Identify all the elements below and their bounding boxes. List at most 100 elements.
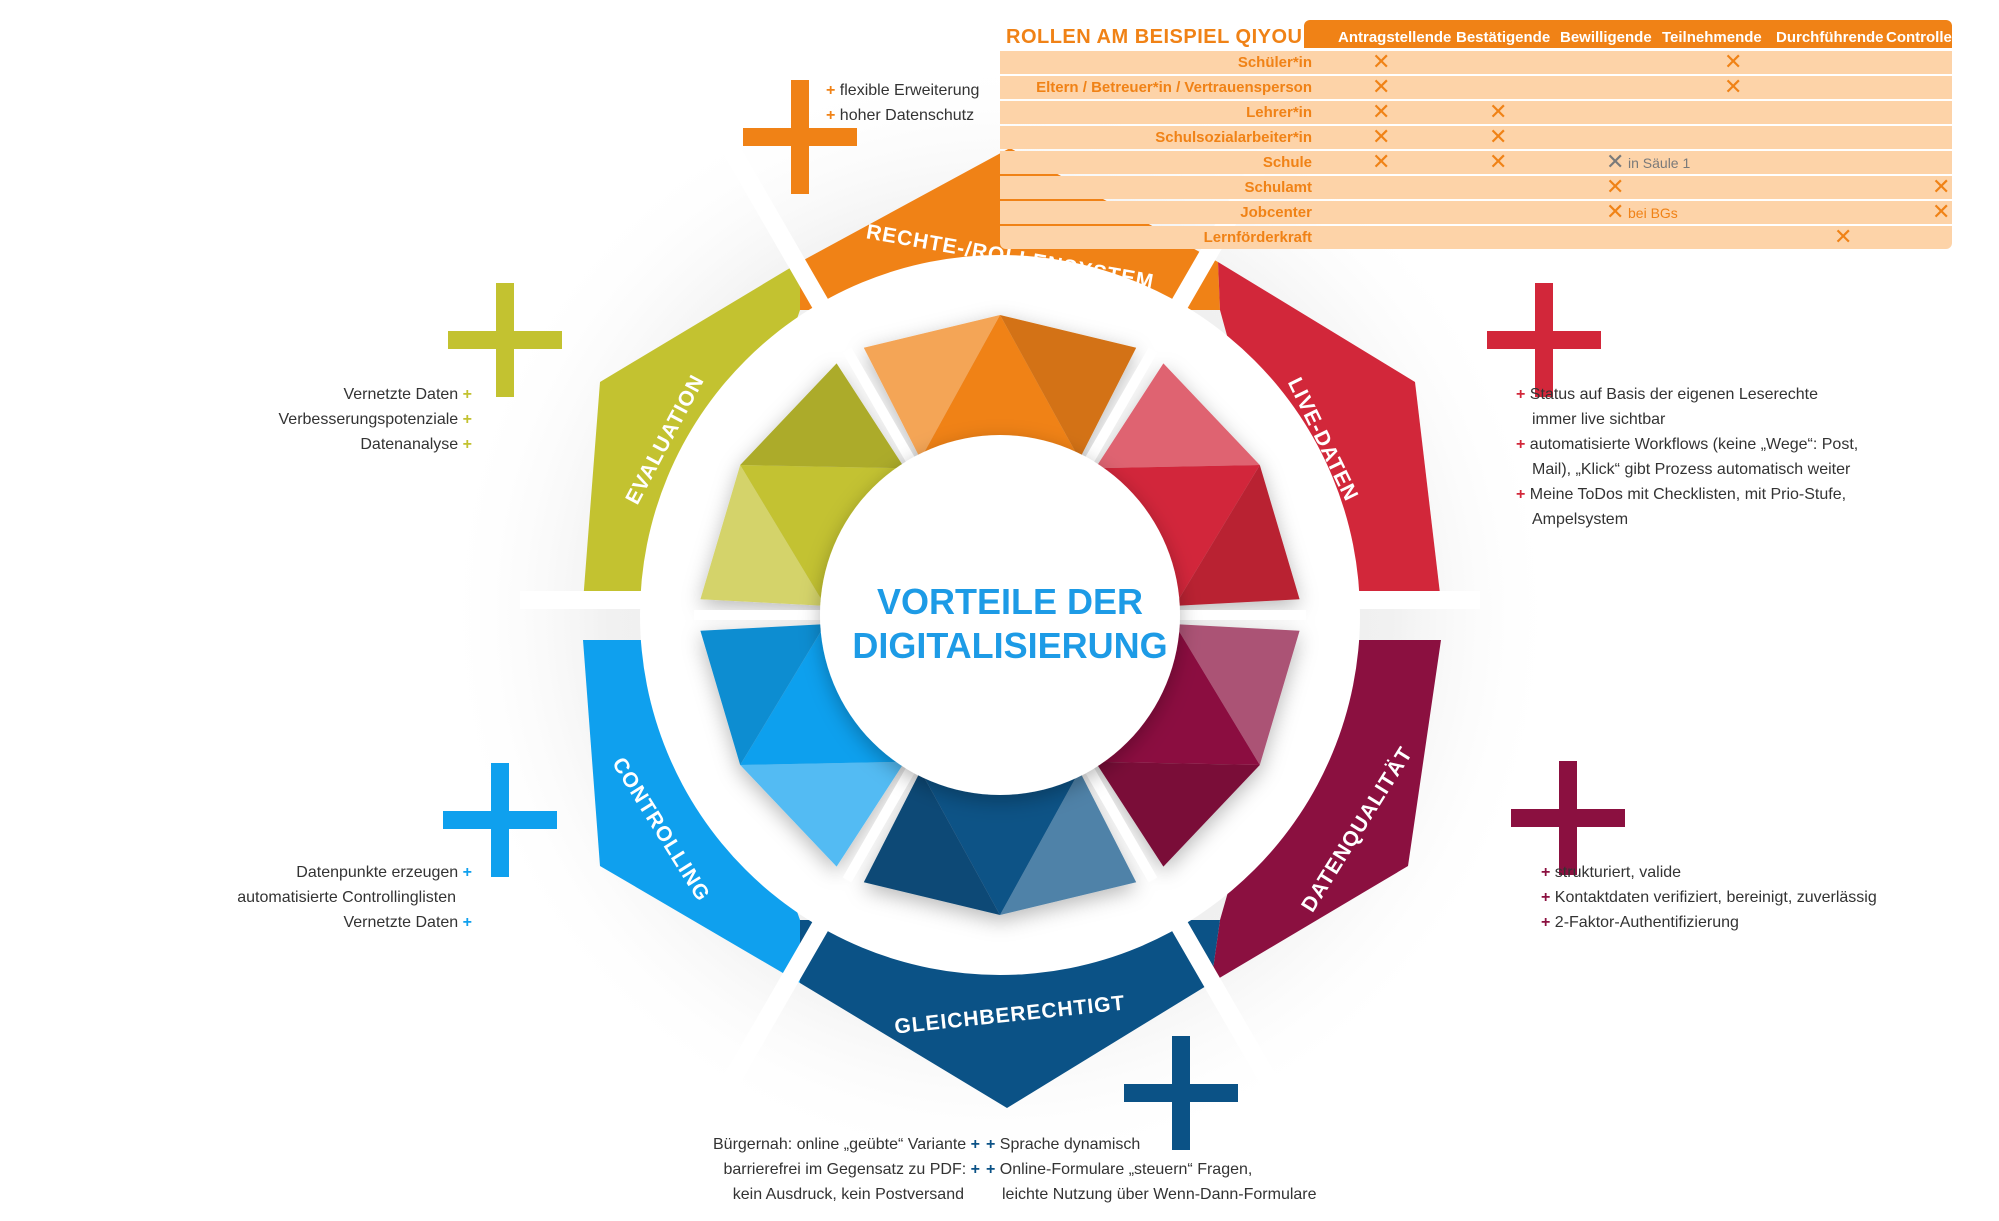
inner-ring-facet-evaluation xyxy=(700,465,826,606)
cross-icon: ✕ xyxy=(1372,124,1391,149)
row-note: bei BGs xyxy=(1628,205,1678,221)
center-title-line2: DIGITALISIERUNG xyxy=(852,625,1168,666)
plus-icon-controlling xyxy=(443,811,557,829)
benefits-evaluation: Vernetzte Daten + Verbesserungspotenzial… xyxy=(160,382,472,457)
list-item: + Online-Formulare „steuern“ Fragen, xyxy=(986,1161,1253,1178)
list-item: Mail), „Klick“ gibt Prozess automatisch … xyxy=(1532,461,1851,478)
list-item: Vernetzte Daten + xyxy=(343,386,472,403)
list-item: + Meine ToDos mit Checklisten, mit Prio-… xyxy=(1516,486,1847,503)
list-item: + automatisierte Workflows (keine „Wege“… xyxy=(1516,436,1859,453)
inner-ring-facet-live xyxy=(1174,465,1300,606)
center-disc xyxy=(820,435,1180,795)
row-label: Eltern / Betreuer*in / Vertrauensperson xyxy=(1036,79,1312,96)
benefits-gleich-right: + Sprache dynamisch + Online-Formulare „… xyxy=(986,1132,1317,1207)
benefits-qualitaet: + strukturiert, valide + Kontaktdaten ve… xyxy=(1541,860,1877,935)
table-row: Jobcenter✕✕bei BGs xyxy=(1000,199,1952,224)
frame-gap xyxy=(672,56,883,403)
roles-table-title: ROLLEN AM BEISPIEL QIYOU xyxy=(1006,26,1303,48)
inner-ring-gap xyxy=(842,759,920,883)
plus-icon-rechte xyxy=(743,128,857,146)
inner-ring-facet-rechte xyxy=(1000,315,1137,460)
column-header: Durchführende xyxy=(1776,29,1884,46)
cross-icon: ✕ xyxy=(1372,149,1391,174)
list-item: barrierefrei im Gegensatz zu PDF: + xyxy=(723,1161,980,1178)
cross-icon: ✕ xyxy=(1372,99,1391,124)
table-row: Lehrer*in ✕ ✕ xyxy=(1000,99,1952,124)
list-item: + 2-Faktor-Authentifizierung xyxy=(1541,914,1739,931)
inner-ring-facet-controlling xyxy=(700,624,826,765)
list-item: Verbesserungspotenziale + xyxy=(278,411,472,428)
inner-ring-gap xyxy=(1080,347,1158,471)
cross-icon: ✕ xyxy=(1932,174,1951,199)
cross-icon: ✕ xyxy=(1372,49,1391,74)
list-item: Datenanalyse + xyxy=(360,436,472,453)
list-item: + flexible Erweiterung xyxy=(826,82,980,99)
inner-ring-facet-gleich xyxy=(1000,770,1137,915)
row-label: Schulamt xyxy=(1244,179,1312,196)
cross-icon: ✕ xyxy=(1834,224,1853,249)
plus-icon-live xyxy=(1487,331,1601,349)
column-header: Antragstellende xyxy=(1338,29,1452,46)
inner-ring-gap xyxy=(842,347,920,471)
plus-icon-gleich xyxy=(1124,1084,1238,1102)
plus-icon-evaluation xyxy=(448,331,562,349)
row-note: in Säule 1 xyxy=(1628,155,1691,171)
segment-gleich xyxy=(800,920,1220,1108)
inner-ring-gap xyxy=(1080,759,1158,883)
table-row: Schüler*in ✕ ✕ xyxy=(1000,49,1952,74)
segment-controlling xyxy=(583,640,800,983)
cross-icon: ✕ xyxy=(1372,74,1391,99)
table-row: Lernförderkraft ✕ xyxy=(1000,224,1952,249)
cross-icon: ✕ xyxy=(1724,74,1743,99)
benefits-gleich-left: Bürgernah: online „geübte“ Variante + ba… xyxy=(560,1132,980,1207)
cross-icon: ✕ xyxy=(1489,149,1508,174)
benefits-rechte: + flexible Erweiterung + hoher Datenschu… xyxy=(826,78,979,128)
list-item: kein Ausdruck, kein Postversand xyxy=(732,1186,964,1203)
list-item: immer live sichtbar xyxy=(1532,411,1666,428)
segment-live xyxy=(1218,262,1441,602)
column-header: Teilnehmende xyxy=(1662,29,1762,46)
list-item: + hoher Datenschutz xyxy=(826,107,975,124)
list-item: automatisierte Controllinglisten xyxy=(237,889,456,906)
frame-gap xyxy=(1117,827,1328,1174)
inner-ring-facet-qualitaet xyxy=(1095,761,1260,867)
cross-icon: ✕ xyxy=(1606,174,1625,199)
row-label: Lernförderkraft xyxy=(1203,229,1312,246)
cross-icon: ✕ xyxy=(1606,149,1625,174)
benefits-live: + Status auf Basis der eigenen Leserecht… xyxy=(1516,382,1858,532)
list-item: + Kontaktdaten verifiziert, bereinigt, z… xyxy=(1541,889,1877,906)
list-item: + Status auf Basis der eigenen Leserecht… xyxy=(1516,386,1818,403)
row-label: Jobcenter xyxy=(1240,204,1312,221)
column-header: Controller xyxy=(1886,29,1958,46)
row-label: Lehrer*in xyxy=(1246,104,1312,121)
inner-ring-facet-gleich xyxy=(920,770,1080,915)
row-label: Schulsozialarbeiter*in xyxy=(1155,129,1312,146)
cross-icon: ✕ xyxy=(1724,49,1743,74)
center-title: VORTEILE DER DIGITALISIERUNG xyxy=(820,580,1200,668)
list-item: Bürgernah: online „geübte“ Variante + xyxy=(713,1136,980,1153)
list-item: Vernetzte Daten + xyxy=(343,914,472,931)
inner-ring-facet-rechte xyxy=(920,315,1080,460)
roles-table-header: Antragstellende Bestätigende Bewilligend… xyxy=(1304,20,1958,48)
cross-icon: ✕ xyxy=(1932,199,1951,224)
inner-ring-facet-controlling xyxy=(740,761,905,867)
list-item: Datenpunkte erzeugen + xyxy=(296,864,472,881)
table-row: Eltern / Betreuer*in / Vertrauensperson ✕… xyxy=(1000,74,1952,99)
segment-qualitaet xyxy=(1211,640,1441,983)
cross-icon: ✕ xyxy=(1489,124,1508,149)
row-label: Schüler*in xyxy=(1237,54,1312,71)
column-header: Bewilligende xyxy=(1560,29,1652,46)
inner-ring-facet-rechte xyxy=(863,315,1000,460)
inner-ring-facet-live xyxy=(1095,363,1260,469)
list-item: + Sprache dynamisch xyxy=(986,1136,1141,1153)
cross-icon: ✕ xyxy=(1606,199,1625,224)
table-row: Schulamt ✕ ✕ xyxy=(1000,174,1952,199)
list-item: + strukturiert, valide xyxy=(1541,864,1682,881)
frame-gap xyxy=(672,827,883,1174)
list-item: leichte Nutzung über Wenn-Dann-Formulare xyxy=(1002,1186,1317,1203)
table-row: Schulsozialarbeiter*in ✕ ✕ xyxy=(1000,124,1952,149)
benefits-controlling: Datenpunkte erzeugen + automatisierte Co… xyxy=(160,860,472,935)
cross-icon: ✕ xyxy=(1489,99,1508,124)
